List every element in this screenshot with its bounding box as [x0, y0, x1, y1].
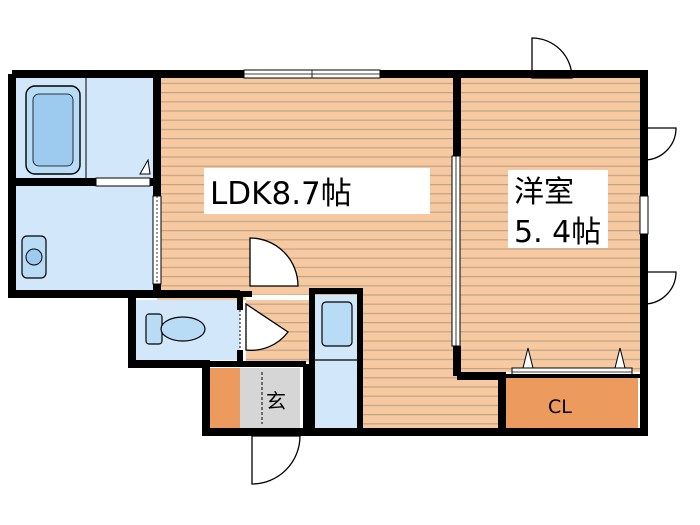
wash-basin	[21, 235, 47, 279]
entrance-floor	[240, 368, 300, 428]
bathtub-inner	[32, 93, 74, 167]
shoe-box	[210, 368, 240, 428]
door-markers	[139, 158, 627, 373]
hall-door	[249, 237, 299, 287]
window-door-right-1	[643, 127, 677, 161]
entrance-label: 玄	[266, 389, 286, 413]
storage-unit-upper	[321, 301, 353, 347]
toilet-bowl	[145, 313, 206, 345]
doors	[245, 37, 677, 485]
western-room-label-line2: 5. 4帖	[514, 215, 601, 250]
fixtures	[21, 78, 357, 361]
toilet-door	[245, 302, 289, 351]
entrance-door	[251, 435, 301, 485]
western-room-label-bg	[508, 170, 608, 248]
window-door-right-2	[643, 271, 677, 305]
walls	[8, 70, 648, 436]
closet-label: CL	[548, 396, 572, 418]
western-room-label-line1: 洋室	[514, 175, 574, 210]
ldk-label: LDK8.7帖	[210, 176, 352, 212]
windows	[243, 69, 649, 235]
closet-floor	[506, 376, 638, 428]
ldk-label-bg	[204, 168, 430, 214]
outer-wall	[12, 70, 648, 436]
ldk-floor	[157, 78, 498, 430]
